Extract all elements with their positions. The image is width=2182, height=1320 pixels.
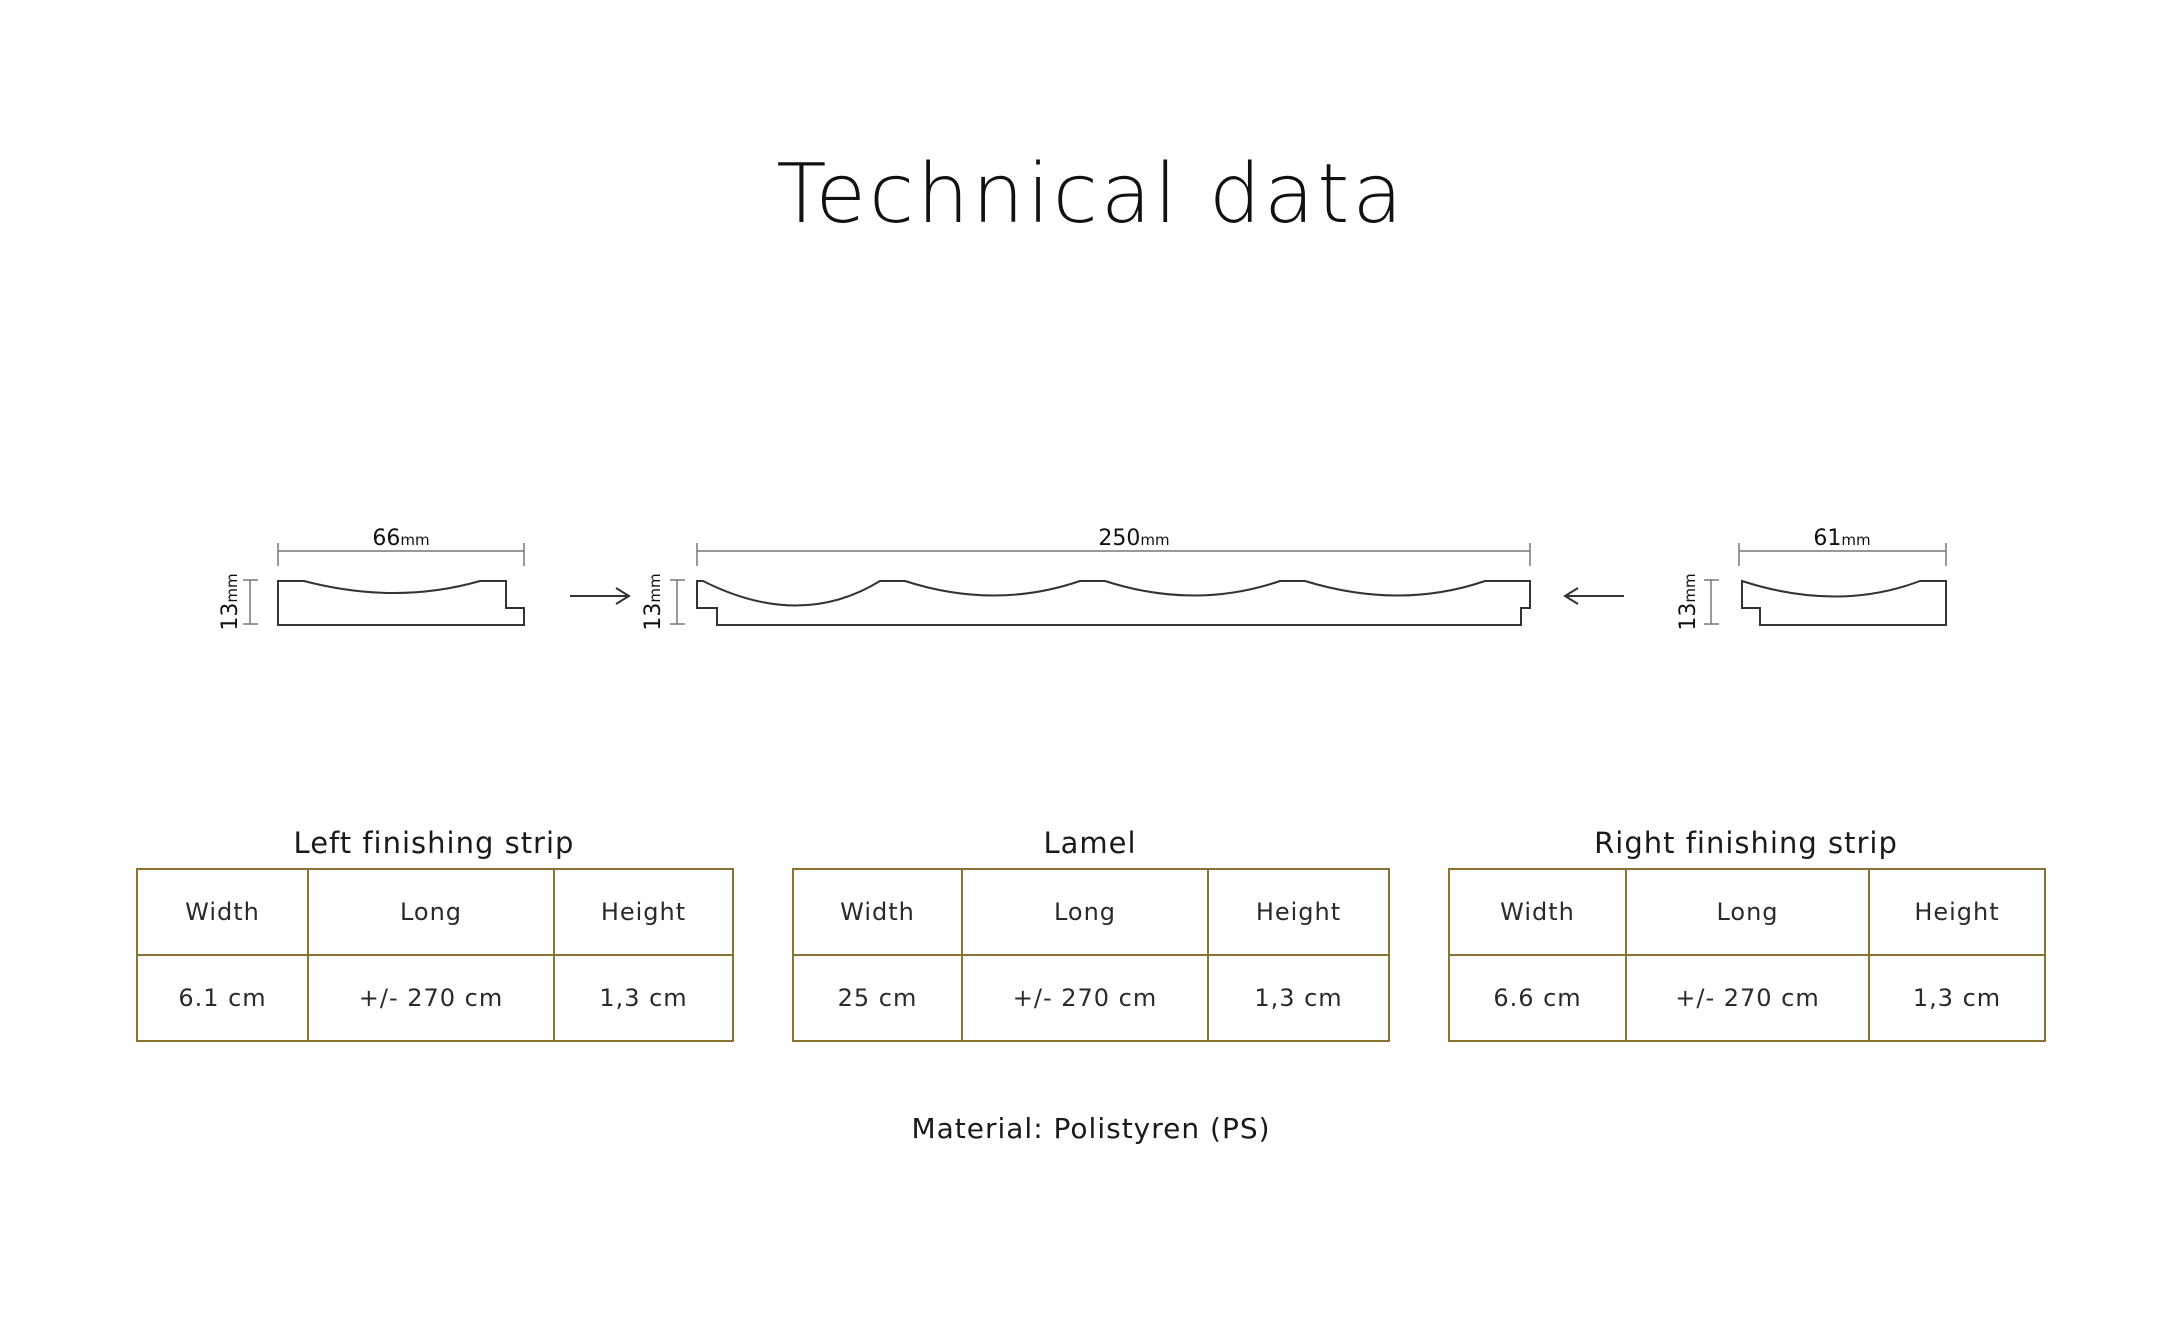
left-strip-height-label: 13mm (218, 573, 243, 630)
lamel-profile (696, 580, 1531, 626)
lamel-width-label: 250mm (1098, 526, 1169, 551)
lamel-spec-block: Lamel Width Long Height 25 cm +/- 270 cm… (792, 822, 1390, 1042)
right-strip-height-unit: mm (1681, 573, 1699, 602)
header-long: Long (1625, 868, 1870, 956)
value-long: +/- 270 cm (1625, 954, 1870, 1042)
header-width: Width (1448, 868, 1627, 956)
left-strip-height-value: 13 (218, 603, 243, 631)
value-height: 1,3 cm (553, 954, 734, 1042)
right-strip-height-label: 13mm (1676, 573, 1701, 630)
lamel-table-title: Lamel (1043, 826, 1137, 860)
left-strip-profile (277, 580, 525, 626)
header-long: Long (961, 868, 1209, 956)
table-header-row: Width Long Height (1448, 868, 2046, 956)
left-strip-drawing: 66mm 13mm (218, 526, 525, 631)
table-row: 25 cm +/- 270 cm 1,3 cm (792, 954, 1390, 1042)
header-width: Width (136, 868, 309, 956)
arrow-left-icon (1563, 587, 1624, 605)
right-strip-spec-block: Right finishing strip Width Long Height … (1448, 822, 2046, 1042)
right-strip-drawing: 61mm 13mm (1676, 526, 1947, 631)
lamel-spec-table: Width Long Height 25 cm +/- 270 cm 1,3 c… (792, 868, 1390, 1042)
left-strip-height-unit: mm (223, 573, 241, 602)
right-strip-width-value: 61 (1813, 526, 1841, 551)
right-strip-width-unit: mm (1841, 531, 1870, 549)
lamel-height-value: 13 (641, 603, 666, 631)
value-width: 25 cm (792, 954, 963, 1042)
right-strip-profile (1741, 579, 1947, 626)
left-strip-width-label: 66mm (372, 526, 429, 551)
right-strip-table-title: Right finishing strip (1594, 826, 1898, 860)
arrow-right-icon (570, 587, 631, 605)
left-strip-table-title: Left finishing strip (293, 826, 575, 860)
left-strip-spec-table: Width Long Height 6.1 cm +/- 270 cm 1,3 … (136, 868, 734, 1042)
right-strip-height-value: 13 (1676, 603, 1701, 631)
lamel-width-value: 250 (1098, 526, 1140, 551)
lamel-height-unit: mm (646, 573, 664, 602)
lamel-height-label: 13mm (641, 573, 666, 630)
lamel-drawing: 250mm 13mm (641, 526, 1531, 631)
left-strip-width-value: 66 (372, 526, 400, 551)
material-note: Material: Polistyren (PS) (911, 1112, 1271, 1145)
header-height: Height (1207, 868, 1390, 956)
header-long: Long (307, 868, 555, 956)
left-strip-width-unit: mm (400, 531, 429, 549)
header-height: Height (1868, 868, 2046, 956)
table-row: 6.1 cm +/- 270 cm 1,3 cm (136, 954, 734, 1042)
header-height: Height (553, 868, 734, 956)
left-strip-spec-block: Left finishing strip Width Long Height 6… (136, 822, 734, 1042)
page-title: Technical data (776, 147, 1406, 242)
lamel-width-unit: mm (1140, 531, 1169, 549)
value-long: +/- 270 cm (961, 954, 1209, 1042)
table-header-row: Width Long Height (136, 868, 734, 956)
value-width: 6.1 cm (136, 954, 309, 1042)
header-width: Width (792, 868, 963, 956)
value-width: 6.6 cm (1448, 954, 1627, 1042)
value-height: 1,3 cm (1868, 954, 2046, 1042)
profile-diagram: 66mm 13mm 250mm 13mm (218, 526, 1947, 631)
value-height: 1,3 cm (1207, 954, 1390, 1042)
right-strip-spec-table: Width Long Height 6.6 cm +/- 270 cm 1,3 … (1448, 868, 2046, 1042)
table-header-row: Width Long Height (792, 868, 1390, 956)
table-row: 6.6 cm +/- 270 cm 1,3 cm (1448, 954, 2046, 1042)
value-long: +/- 270 cm (307, 954, 555, 1042)
right-strip-width-label: 61mm (1813, 526, 1870, 551)
